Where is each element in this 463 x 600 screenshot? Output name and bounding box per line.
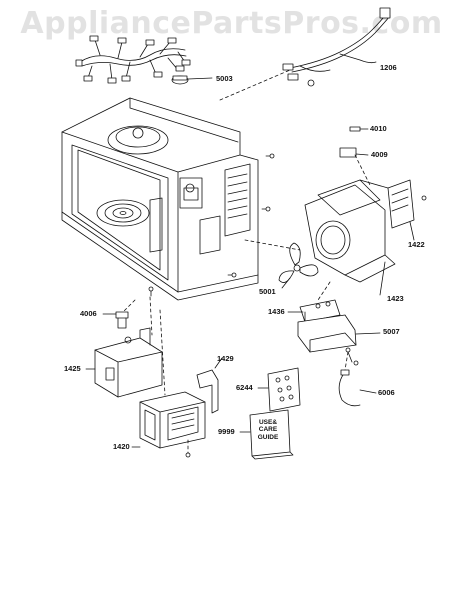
magnetron-thermal: [102, 311, 129, 329]
use-care-guide: [239, 409, 294, 460]
hv-diode: [338, 360, 377, 407]
callout-1423: 1423: [387, 294, 404, 303]
callout-9999: 9999: [218, 427, 235, 436]
callout-1206: 1206: [380, 63, 397, 72]
fan-motor: [387, 179, 427, 241]
magnetron: [85, 327, 163, 398]
guide-book-title: USE& CARE GUIDE: [253, 419, 283, 441]
fuse-holder: [339, 126, 369, 158]
capacitor: [287, 299, 341, 323]
callout-6244: 6244: [236, 383, 253, 392]
callout-1422: 1422: [408, 240, 425, 249]
power-cord: [282, 7, 391, 87]
callout-4010: 4010: [370, 124, 387, 133]
wire-harness: [75, 35, 191, 84]
assembly-guides: [122, 69, 371, 454]
transformer: [131, 391, 206, 458]
transformer-bracket: [196, 357, 223, 414]
capacitor-bracket: [297, 314, 381, 363]
callout-1436: 1436: [268, 307, 285, 316]
callout-4006: 4006: [80, 309, 97, 318]
thermal-cutout: [171, 75, 213, 85]
callout-1425: 1425: [64, 364, 81, 373]
screw-pack: [257, 367, 301, 412]
callout-6006: 6006: [378, 388, 395, 397]
callout-1429: 1429: [217, 354, 234, 363]
watermark: AppliancePartsPros.com: [20, 6, 443, 41]
callout-1420: 1420: [113, 442, 130, 451]
callout-5003: 5003: [216, 74, 233, 83]
guide-line-2: CARE: [258, 426, 278, 434]
callout-5007: 5007: [383, 327, 400, 336]
callout-4009: 4009: [371, 150, 388, 159]
guide-line-3: GUIDE: [257, 433, 279, 441]
air-duct: [304, 179, 396, 296]
callout-5001: 5001: [259, 287, 276, 296]
oven-cavity: [61, 97, 275, 301]
guide-line-1: USE&: [258, 419, 278, 426]
